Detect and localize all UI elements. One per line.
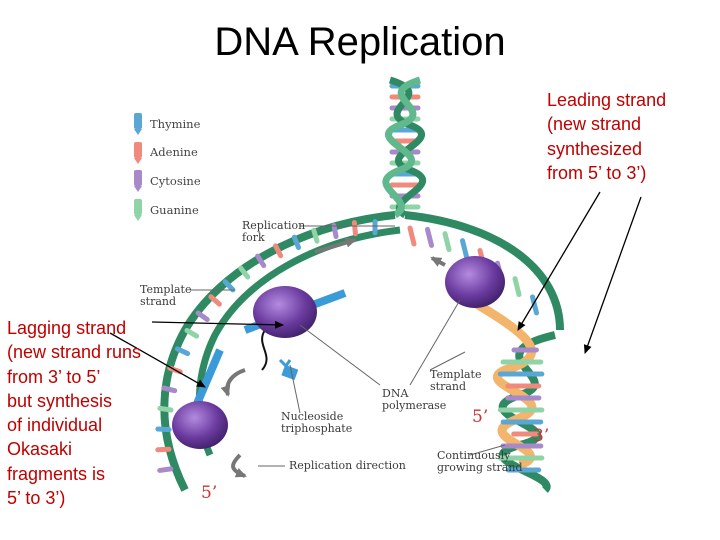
leading-pointer-arrow-1 xyxy=(517,191,601,331)
legend-label: Guanine xyxy=(150,203,199,217)
base-pair-rung xyxy=(195,310,210,323)
five-prime-bottom-label: 5’ xyxy=(201,483,217,503)
legend-item-thymine: Thymine xyxy=(134,113,201,135)
replication-fork-label: Replication fork xyxy=(242,219,309,244)
template-strands xyxy=(155,211,564,492)
nucleoside-triphosphate-icon xyxy=(278,358,299,381)
dna-polymerase-leading xyxy=(445,256,505,308)
fork-direction-arrow xyxy=(314,237,357,254)
lagging-strand-annotation: Lagging strand (new strand runs from 3’ … xyxy=(7,318,142,509)
base-pair-rung xyxy=(255,253,267,269)
legend-label: Cytosine xyxy=(150,174,201,188)
replication-direction-label: Replication direction xyxy=(289,459,406,472)
adenine-swatch xyxy=(134,142,142,158)
legend-label: Adenine xyxy=(149,145,198,159)
continuously-growing-label: Continuously growing strand xyxy=(437,449,523,474)
base-legend: Thymine Adenine Cytosine Guanine xyxy=(134,113,201,221)
lagging-pointer-arrow-2 xyxy=(109,332,206,388)
base-pair-rung xyxy=(222,279,236,293)
leading-pointer-arrow-2 xyxy=(583,196,642,354)
base-pair-rung xyxy=(311,227,320,244)
base-pair-rung xyxy=(291,234,301,251)
label-leader-lines xyxy=(190,225,506,467)
base-pair-rung xyxy=(442,231,452,253)
base-pair-rung xyxy=(425,226,434,248)
three-prime-right-label: 3’ xyxy=(533,426,549,446)
rna-primer xyxy=(261,329,268,371)
dna-polymerase-label: DNA polymerase xyxy=(382,387,446,412)
template-strand-right-label: Template strand xyxy=(430,368,485,393)
base-pair-rung xyxy=(273,243,284,259)
base-pair-rung xyxy=(174,346,191,357)
base-pair-rung xyxy=(155,446,172,453)
dna-polymerase-lagging-lower xyxy=(172,401,228,449)
base-pair-rung xyxy=(157,466,174,473)
lagging-loop-arrow xyxy=(220,368,246,397)
cytosine-swatch xyxy=(134,170,142,186)
leading-strand-annotation: Leading strand (new strand synthesized f… xyxy=(547,90,667,183)
lagging-direction-arrow xyxy=(231,453,247,478)
legend-label: Thymine xyxy=(150,117,201,131)
page-title: DNA Replication xyxy=(214,20,506,64)
template-strand-left-label: Template strand xyxy=(140,283,195,308)
base-pair-rung xyxy=(331,223,339,240)
base-pair-rung xyxy=(184,327,200,339)
guanine-swatch xyxy=(134,199,142,215)
base-pair-rung xyxy=(155,426,172,433)
lagging-pointer-arrow-1 xyxy=(151,320,284,329)
base-pair-rung xyxy=(530,294,539,316)
leading-template-top xyxy=(404,211,564,331)
nucleoside-triphosphate-label: Nucleoside triphosphate xyxy=(281,410,352,435)
base-pair-rung xyxy=(157,405,174,413)
legend-item-guanine: Guanine xyxy=(134,199,199,221)
base-pair-rung xyxy=(512,276,522,298)
leading-helix xyxy=(467,296,556,493)
base-pair-rung xyxy=(351,220,358,237)
legend-item-cytosine: Cytosine xyxy=(134,170,201,192)
parental-helix xyxy=(382,76,427,218)
base-pair-rung xyxy=(460,238,469,260)
base-pair-rung xyxy=(238,265,251,280)
legend-item-adenine: Adenine xyxy=(134,142,198,164)
base-pair-rung xyxy=(208,294,222,307)
leading-base-pairs xyxy=(497,347,545,473)
thymine-swatch xyxy=(134,113,142,129)
helix-backbone-b xyxy=(382,76,422,218)
five-prime-right-label: 5’ xyxy=(472,407,488,427)
leading-direction-arrow xyxy=(430,256,446,267)
base-pair-rung xyxy=(161,385,178,394)
base-pair-rung xyxy=(407,225,417,247)
